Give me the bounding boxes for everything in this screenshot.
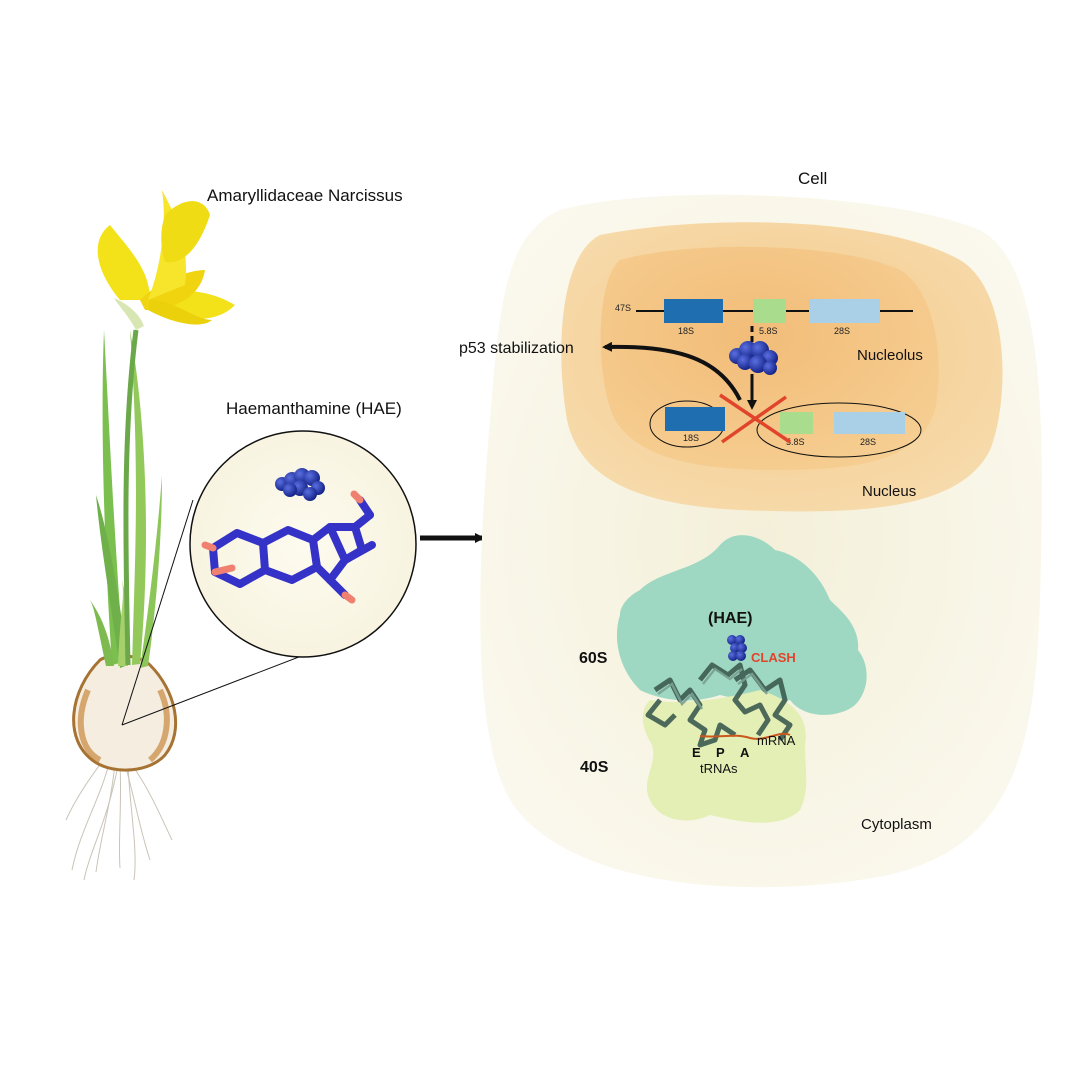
cell-title: Cell — [798, 169, 827, 188]
trna-structures-light — [657, 667, 768, 710]
segment-18s — [664, 299, 723, 323]
cell: Cell Nucleolus Nucleus Cytoplasm 47S 18S… — [459, 169, 1042, 888]
plant-title: Amaryllidaceae Narcissus — [207, 186, 403, 205]
precursor-47s-rrna: 47S 18S 5.8S 28S — [615, 299, 913, 336]
clash-label: CLASH — [751, 650, 796, 665]
hae-molecule-ribosome — [727, 635, 747, 661]
site-e-label: E — [692, 745, 701, 760]
nucleus-label: Nucleus — [862, 483, 916, 500]
mrna-strand — [699, 732, 791, 740]
hae-ribosome-label: (HAE) — [708, 610, 752, 627]
subunit-60s — [616, 535, 867, 715]
product-18s-label: 18S — [683, 433, 699, 443]
site-a-label: A — [740, 745, 750, 760]
precursor-label: 47S — [615, 303, 631, 313]
processed-rrna: 18S 5.8S 28S — [649, 400, 922, 458]
trnas-label: tRNAs — [700, 761, 738, 776]
molecule-zoom-circle: Haemanthamine (HAE) — [189, 399, 417, 658]
site-p-label: P — [716, 745, 725, 760]
hae-molecule-nucleolus — [729, 341, 778, 375]
mrna-label: mRNA — [757, 733, 796, 748]
subunit-60s-label: 60S — [579, 650, 608, 667]
segment-28s — [809, 299, 880, 323]
segment-5-8s-label: 5.8S — [759, 326, 778, 336]
segment-18s-label: 18S — [678, 326, 694, 336]
cytoplasm-label: Cytoplasm — [861, 816, 932, 833]
processing-blocked-x — [719, 393, 791, 444]
ribosome: (HAE) CLASH 60S 40S mRNA E P A tRNAs — [579, 535, 867, 823]
narcissus-plant-illustration: Amaryllidaceae Narcissus — [65, 186, 403, 881]
product-28s-label: 28S — [860, 437, 876, 447]
flower-stem — [123, 329, 139, 666]
daffodil-flower — [97, 190, 235, 325]
product-5-8s — [780, 412, 813, 434]
p53-label: p53 stabilization — [459, 340, 574, 357]
product-5-8s-label: 5.8S — [786, 437, 805, 447]
segment-28s-label: 28S — [834, 326, 850, 336]
p53-arrow — [602, 341, 742, 401]
roots — [65, 757, 173, 881]
segment-5-8s — [753, 299, 786, 323]
product-28s — [834, 412, 905, 434]
zoom-lines — [121, 499, 331, 726]
leaves — [90, 330, 162, 668]
nucleolus-label: Nucleolus — [857, 347, 923, 364]
product-18s — [665, 407, 725, 431]
hae-spacefill-model — [275, 468, 325, 501]
molecule-title: Haemanthamine (HAE) — [226, 399, 402, 418]
hae-stick-model — [201, 490, 376, 604]
subunit-40s-label: 40S — [580, 759, 609, 776]
